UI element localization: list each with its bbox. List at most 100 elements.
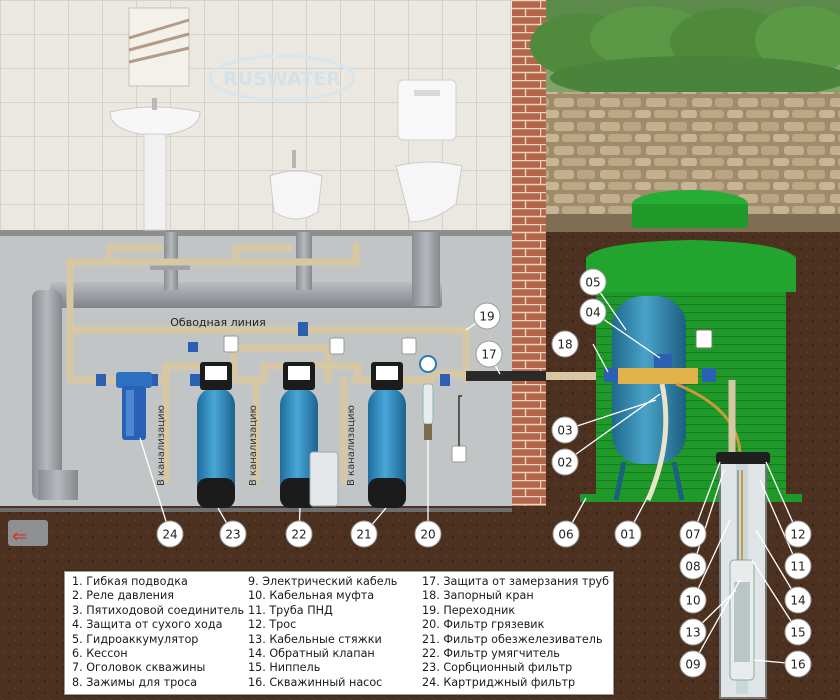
callout-circle — [475, 340, 503, 368]
bathroom-fixtures — [109, 7, 463, 231]
legend-item: 20. Фильтр грязевик — [422, 618, 545, 632]
brine-tank — [309, 451, 339, 507]
callout-number: 17 — [481, 348, 496, 362]
callout-circle — [579, 268, 607, 296]
well-head-07 — [716, 452, 770, 464]
legend-item: 19. Переходник — [422, 603, 516, 617]
brick-wall — [512, 0, 546, 520]
callout-number: 11 — [790, 560, 805, 574]
well-casing — [716, 452, 770, 699]
callout-circle — [614, 520, 642, 548]
callout-circle — [551, 416, 579, 444]
callout-circle — [285, 520, 313, 548]
legend-item: 6. Кессон — [72, 646, 128, 660]
watermark-text: RUSWATER — [223, 68, 341, 90]
drain-label-2: В канализацию — [248, 405, 259, 486]
legend-item: 15. Ниппель — [248, 661, 321, 675]
callout-circle — [679, 552, 707, 580]
callout-number: 23 — [225, 528, 240, 542]
iron-removal-filter-21 — [368, 362, 406, 508]
legend-item: 16. Скважинный насос — [248, 675, 383, 689]
callout-circle — [784, 618, 812, 646]
callout-number: 01 — [620, 528, 635, 542]
callout-circle — [350, 520, 378, 548]
callout-number: 12 — [790, 528, 805, 542]
legend-item: 10. Кабельная муфта — [248, 589, 375, 603]
legend-item: 23. Сорбционный фильтр — [422, 661, 573, 675]
washbasin — [109, 106, 201, 137]
legend-item: 4. Защита от сухого хода — [72, 618, 223, 632]
legend-item: 24. Картриджный фильтр — [422, 675, 576, 689]
callout-circle — [219, 520, 247, 548]
callout-number: 06 — [558, 528, 573, 542]
callout-circle — [784, 586, 812, 614]
callout-number: 22 — [291, 528, 306, 542]
legend-item: 18. Запорный кран — [422, 589, 534, 603]
callout-number: 08 — [685, 560, 700, 574]
callout-circle — [552, 520, 580, 548]
sewer-pipes: ⇐ — [8, 232, 442, 547]
legend-item: 11. Труба ПНД — [248, 603, 333, 617]
legend-item: 2. Реле давления — [72, 589, 174, 603]
drain-label-1: В канализацию — [156, 405, 167, 486]
legend-item: 5. Гидроаккумулятор — [72, 632, 199, 646]
callout-number: 21 — [356, 528, 371, 542]
pipe-valves[interactable] — [96, 322, 450, 386]
toilet-bowl — [395, 161, 463, 223]
legend-item: 21. Фильтр обезжелезиватель — [422, 632, 603, 646]
callout-number: 10 — [685, 594, 700, 608]
legend-item: 1. Гибкая подводка — [72, 575, 188, 588]
callout-number: 15 — [790, 626, 805, 640]
callout-number: 02 — [557, 456, 572, 470]
callout-circle — [551, 330, 579, 358]
callout-circle — [679, 586, 707, 614]
callout-number: 24 — [162, 528, 177, 542]
legend-item: 14. Обратный клапан — [248, 646, 375, 660]
callout-circle — [579, 298, 607, 326]
cartridge-filter-24 — [116, 372, 152, 440]
hedge — [530, 6, 840, 100]
legend-item: 13. Кабельные стяжки — [248, 632, 382, 646]
callout-number: 05 — [585, 276, 600, 290]
caisson-fittings — [604, 329, 742, 501]
callout-number: 07 — [685, 528, 700, 542]
legend-item: 7. Оголовок скважины — [72, 661, 206, 675]
callout-number: 19 — [479, 310, 494, 324]
callout-circle — [156, 520, 184, 548]
legend-item: 8. Зажимы для троса — [72, 675, 198, 689]
mud-filter-20 — [419, 355, 437, 440]
callout-circle — [679, 520, 707, 548]
callout-number: 20 — [420, 528, 435, 542]
legend-item: 9. Электрический кабель — [248, 575, 398, 588]
sockets — [223, 335, 467, 463]
callout-circle — [679, 650, 707, 678]
callout-circle — [784, 650, 812, 678]
callout-circle — [551, 448, 579, 476]
callout-number: 18 — [557, 338, 572, 352]
sewer-outlet-arrow: ⇐ — [12, 526, 27, 547]
drain-label-3: В канализацию — [346, 405, 357, 486]
callout-number: 16 — [790, 658, 805, 672]
callouts: 24 23 22 21 20 19 17 05 04 18 03 02 06 01 07 08 10 13 09 12… — [156, 268, 812, 678]
ruswater-logo: RUSWATER — [208, 54, 356, 102]
callout-number: 04 — [585, 306, 600, 320]
callout-number: 14 — [790, 594, 805, 608]
callout-number: 03 — [557, 424, 572, 438]
callout-number: 13 — [685, 626, 700, 640]
callout-circle — [784, 520, 812, 548]
legend-item: 17. Защита от замерзания труб — [422, 575, 610, 588]
sorption-filter-23 — [197, 362, 235, 508]
callout-circle — [679, 618, 707, 646]
legend-item: 22. Фильтр умягчитель — [422, 646, 560, 660]
frost-protection-17 — [466, 371, 546, 381]
callout-number: 09 — [685, 658, 700, 672]
legend-item: 12. Трос — [248, 618, 297, 632]
toilet-cistern — [397, 79, 457, 141]
callout-circle — [473, 302, 501, 330]
legend-item: 3. Пятиходовой соединитель — [72, 603, 245, 617]
bypass-line-label: Обводная линия — [170, 316, 265, 329]
